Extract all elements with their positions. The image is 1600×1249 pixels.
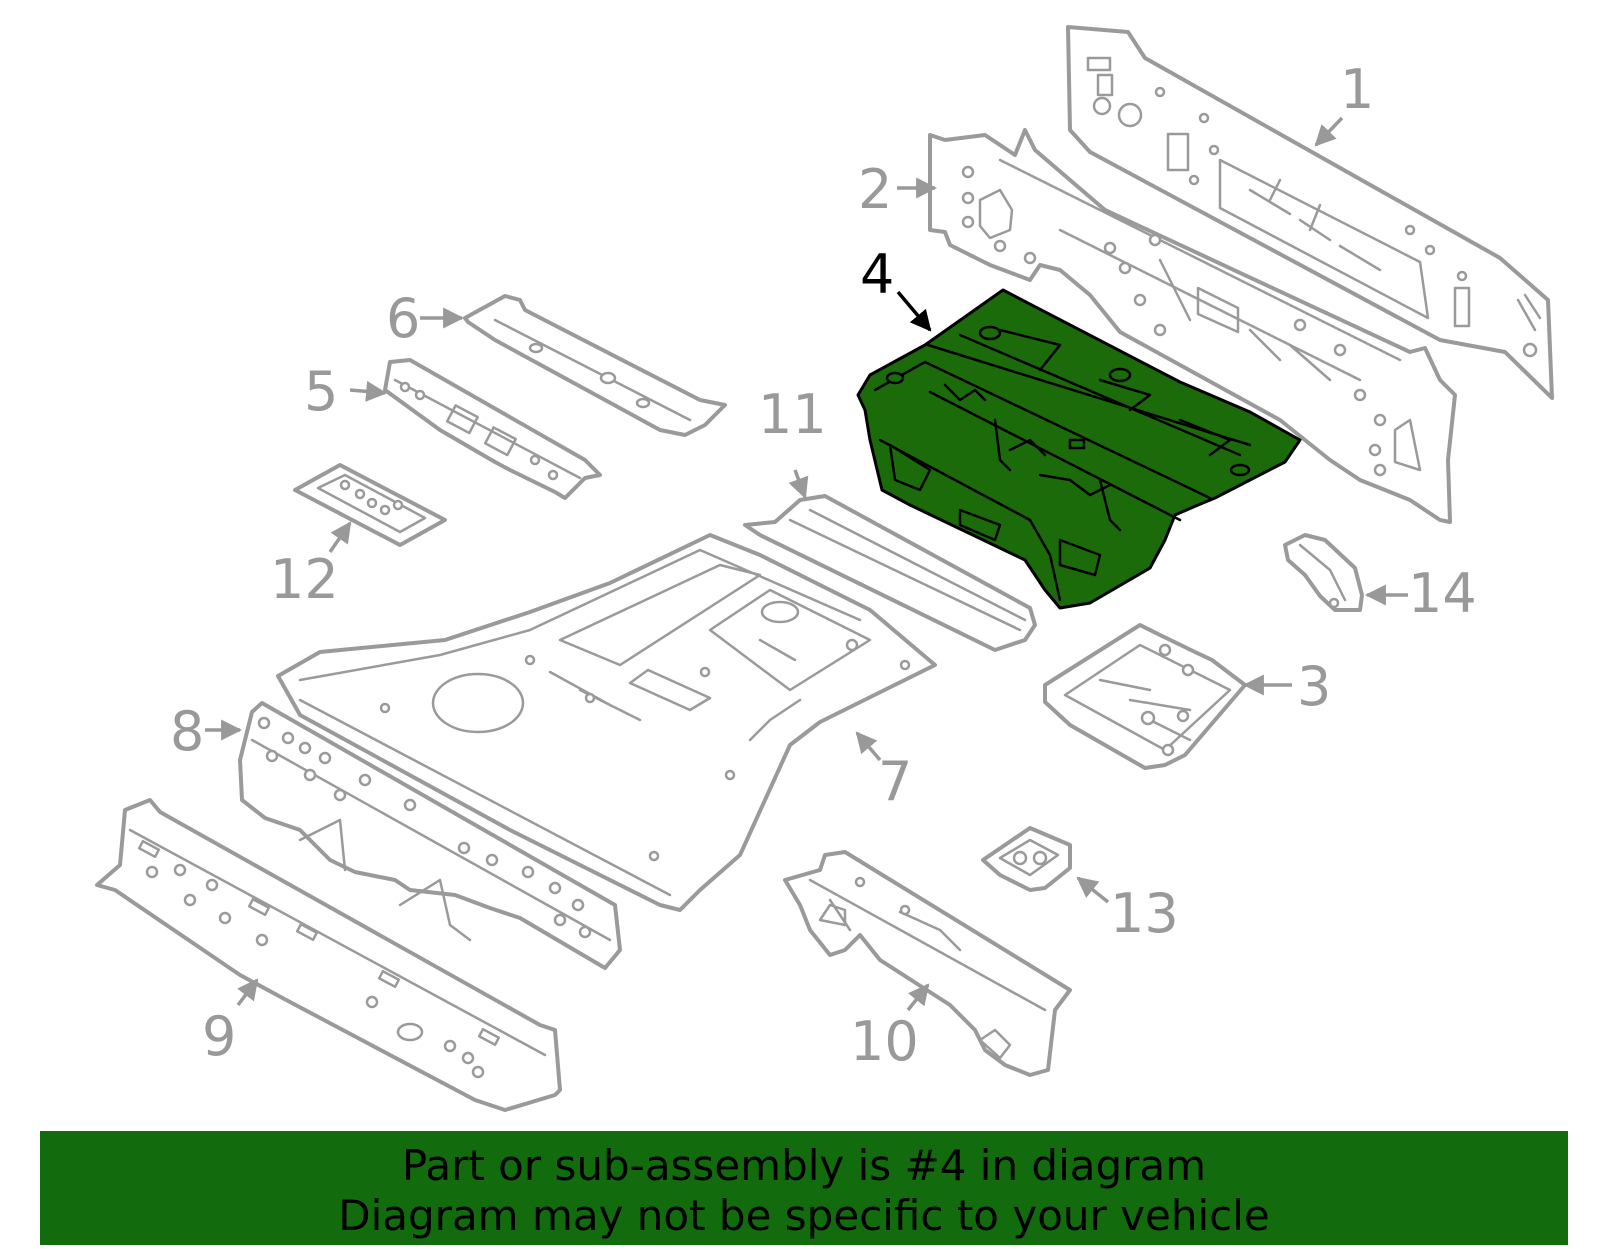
callout-3: 3 — [1297, 655, 1331, 718]
callout-13: 13 — [1110, 882, 1179, 945]
part-13-plate — [981, 826, 1072, 892]
part-1-rear-panel — [1066, 25, 1554, 400]
part-12-plate — [293, 463, 447, 547]
callout-5: 5 — [304, 360, 338, 423]
part-10-side-member — [783, 850, 1072, 1077]
callout-14: 14 — [1408, 562, 1477, 625]
part-7-rear-floor — [276, 533, 937, 912]
part-3-floor-panel — [1043, 623, 1247, 770]
callout-4: 4 — [860, 243, 894, 306]
banner-line-1: Part or sub-assembly is #4 in diagram — [401, 1141, 1207, 1190]
part-9-side-member — [95, 798, 562, 1112]
part-11-crossmember — [743, 494, 1037, 652]
callout-1: 1 — [1340, 58, 1374, 121]
callout-labels: 1 2 3 4 5 6 7 8 9 10 11 12 13 14 — [170, 58, 1477, 1073]
callout-10: 10 — [850, 1010, 919, 1073]
leader-lines — [205, 116, 1408, 1012]
part-5-reinforcement — [383, 358, 602, 500]
callout-12: 12 — [270, 548, 339, 611]
part-8-crossmember — [238, 701, 622, 970]
part-14-bracket — [1283, 533, 1364, 612]
callout-9: 9 — [202, 1005, 236, 1068]
callout-11: 11 — [758, 383, 827, 446]
part-6-crossmember — [463, 294, 727, 437]
info-banner: Part or sub-assembly is #4 in diagram Di… — [40, 1131, 1568, 1245]
banner-line-2: Diagram may not be specific to your vehi… — [338, 1191, 1270, 1240]
part-4-highlighted — [856, 288, 1302, 610]
callout-2: 2 — [858, 158, 892, 221]
part-2-rear-cross-panel — [928, 128, 1457, 524]
callout-6: 6 — [386, 287, 420, 350]
callout-8: 8 — [170, 700, 204, 763]
callout-7: 7 — [878, 750, 912, 813]
